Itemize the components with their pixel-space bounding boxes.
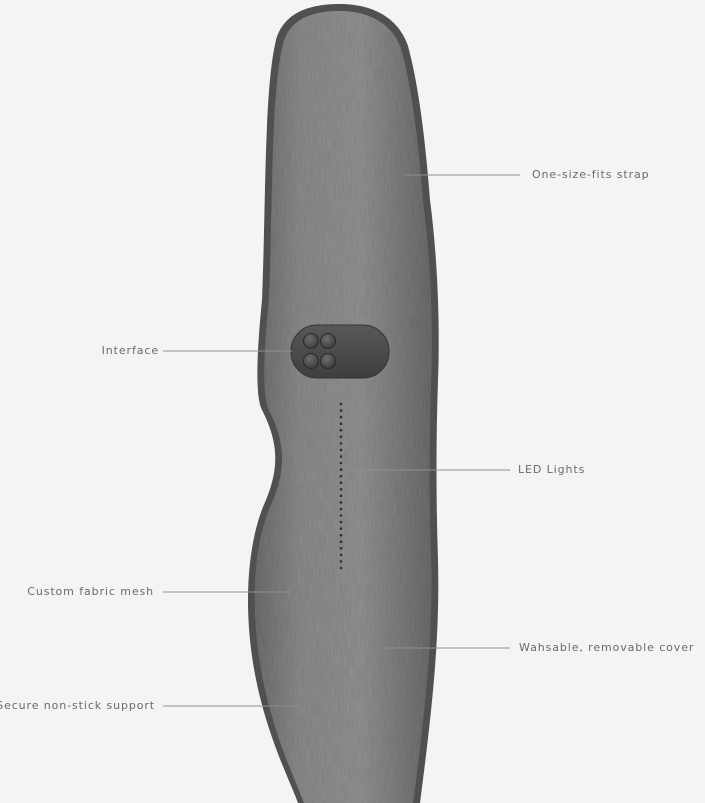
led-dot xyxy=(340,541,343,544)
round-button-icon[interactable] xyxy=(321,354,336,369)
led-dot xyxy=(340,422,343,425)
led-dot xyxy=(340,534,343,537)
label-non-stick-support: Secure non-stick support xyxy=(0,699,155,713)
led-dot xyxy=(340,442,343,445)
led-dot xyxy=(340,455,343,458)
led-dot xyxy=(340,475,343,478)
led-dot xyxy=(340,547,343,550)
interface-panel xyxy=(291,325,389,378)
label-washable-cover: Wahsable, removable cover xyxy=(519,641,694,655)
led-dot xyxy=(340,495,343,498)
label-led-lights: LED Lights xyxy=(518,463,585,477)
round-button-icon[interactable] xyxy=(304,354,319,369)
strap-fabric xyxy=(255,11,432,803)
label-one-size-fits-strap: One-size-fits strap xyxy=(532,168,650,182)
led-dot xyxy=(340,409,343,412)
round-button-icon[interactable] xyxy=(321,334,336,349)
led-dot xyxy=(340,468,343,471)
strap-illustration xyxy=(248,4,439,803)
led-dot xyxy=(340,436,343,439)
round-button-icon[interactable] xyxy=(304,334,319,349)
led-dot xyxy=(340,501,343,504)
led-dot xyxy=(340,429,343,432)
led-dot xyxy=(340,403,343,406)
led-dot xyxy=(340,416,343,419)
led-dot xyxy=(340,514,343,517)
led-dot xyxy=(340,521,343,524)
led-dot xyxy=(340,488,343,491)
led-dot xyxy=(340,554,343,557)
led-dot xyxy=(340,462,343,465)
led-dot xyxy=(340,481,343,484)
label-interface: Interface xyxy=(102,344,159,358)
led-dot xyxy=(340,567,343,570)
led-dot xyxy=(340,508,343,511)
led-dot xyxy=(340,527,343,530)
led-dot xyxy=(340,560,343,563)
led-dot xyxy=(340,449,343,452)
label-custom-fabric-mesh: Custom fabric mesh xyxy=(27,585,154,599)
